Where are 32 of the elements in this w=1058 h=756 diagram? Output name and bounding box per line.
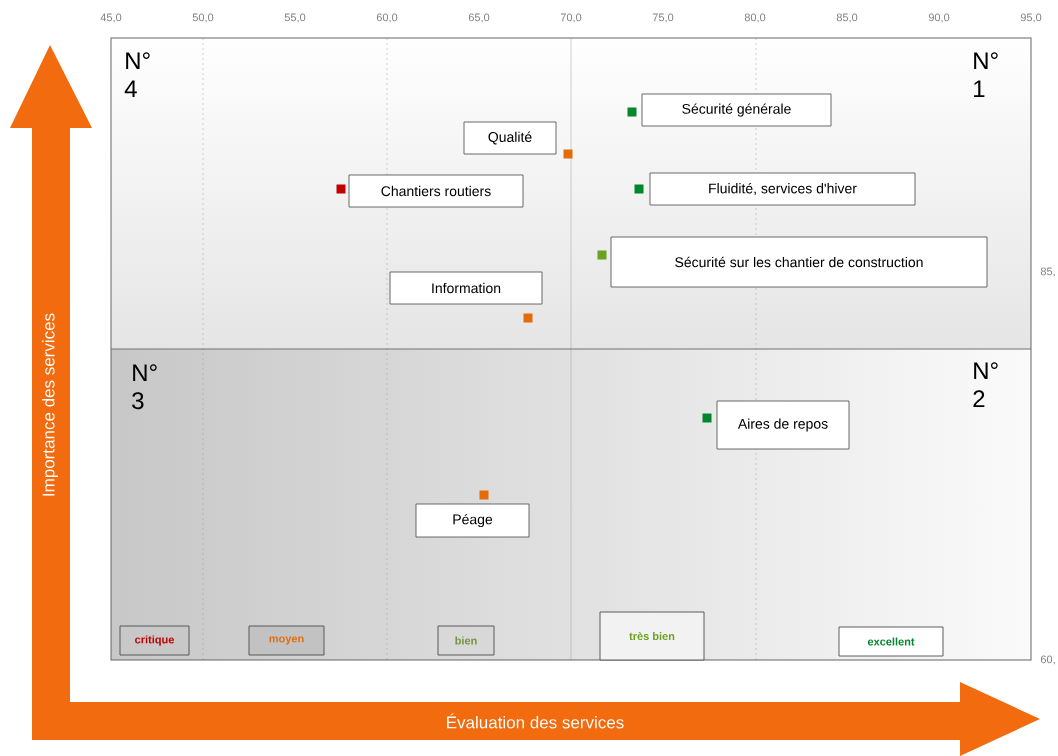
label-box: Sécurité sur les chantier de construction	[610, 236, 988, 288]
quadrant-label: N° 1	[974, 52, 998, 97]
label-box: Péage	[415, 503, 530, 538]
quadrant-label: N° 3	[132, 364, 157, 410]
tick-label: 75,0	[652, 13, 674, 23]
tick-label: 85,0	[836, 13, 858, 23]
tick-label: 95,0	[1020, 13, 1042, 23]
legend-item: critique	[119, 625, 190, 656]
tick-label: 85,	[1040, 267, 1055, 277]
legend-item: très bien	[599, 611, 705, 661]
tick-label: 60,0	[376, 13, 398, 23]
quadrant-label: N° 4	[124, 52, 150, 97]
quadrant-label: N° 2	[973, 362, 998, 407]
axis-title: Évaluation des services	[447, 713, 624, 729]
legend-item: moyen	[248, 625, 325, 656]
label-box: Information	[389, 271, 543, 305]
label-box: Sécurité générale	[641, 93, 832, 127]
label-box: Fluidité, services d'hiver	[649, 172, 916, 206]
legend-item: excellent	[838, 626, 944, 657]
tick-label: 80,0	[744, 13, 766, 23]
tick-label: 60,	[1040, 655, 1055, 665]
label-box: Qualité	[463, 121, 557, 155]
label-box: Aires de repos	[716, 400, 850, 450]
tick-label: 45,0	[100, 13, 122, 23]
axis-title: Importance des services	[42, 313, 58, 496]
tick-label: 55,0	[284, 13, 306, 23]
tick-label: 70,0	[560, 13, 582, 23]
label-box: Chantiers routiers	[348, 174, 524, 208]
tick-label: 50,0	[192, 13, 214, 23]
tick-label: 65,0	[468, 13, 490, 23]
tick-label: 90,0	[928, 13, 950, 23]
legend-item: bien	[437, 625, 495, 656]
